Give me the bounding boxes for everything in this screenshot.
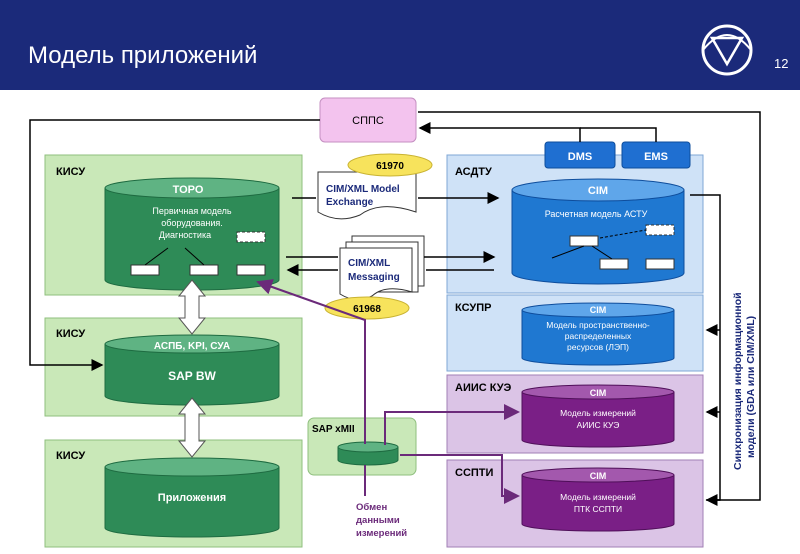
toro-desc-2: оборудования. [161, 218, 223, 228]
sync-label-line-2: модели (GDA или CIM/XML) [745, 316, 757, 458]
line-sppc-right-loop [418, 111, 761, 501]
header-bar [0, 0, 800, 90]
oval-61968-label: 61968 [353, 304, 381, 315]
aspb-label: АСПБ, KPI, СУА [154, 341, 230, 352]
toro-desc-1: Первичная модель [152, 206, 232, 216]
dms-label: DMS [568, 151, 592, 163]
cim-ssp-label: CIM [590, 471, 607, 481]
aiis-label: АИИС КУЭ [455, 382, 511, 394]
apps-cylinder [104, 457, 280, 538]
messaging-doc-stack [339, 235, 425, 300]
toro-desc-3: Диагностика [159, 230, 211, 240]
messaging-line-2: Messaging [348, 272, 400, 283]
toro-sapbw-double-arrow [177, 279, 207, 335]
arrow-xmii-to-toro [256, 279, 366, 444]
exchange-note-1: Обмен [356, 502, 387, 513]
cim-ksupr-desc-1: Модель пространственно- [546, 320, 650, 330]
arrow-sppc-to-sapbw [29, 119, 320, 371]
cim-aiis-desc-2: АИИС КУЭ [577, 420, 620, 430]
kisu-label-top: КИСУ [56, 166, 85, 178]
cim-ksupr-label: CIM [590, 305, 607, 315]
arrow-xmii-to-aiis [384, 404, 520, 445]
asdtu-label: АСДТУ [455, 166, 492, 178]
cim-aiis-cylinder [521, 384, 675, 448]
ems-label: EMS [644, 151, 668, 163]
cim-aiis-label: CIM [590, 388, 607, 398]
kisu-label-bot: КИСУ [56, 450, 85, 462]
cim-ssp-cylinder [521, 467, 675, 532]
cim-aiis-desc-1: Модель измерений [560, 408, 636, 418]
sapbw-apps-double-arrow [177, 397, 207, 458]
oval-61970-label: 61970 [376, 161, 404, 172]
cim-ksupr-desc-3: ресурсов (ЛЭП) [567, 342, 629, 352]
sync-label-line-1: Синхронизация информационной [732, 292, 744, 470]
sap-bw-cylinder [104, 334, 280, 406]
ssp-label: ССПТИ [455, 467, 494, 479]
exchange-note-2: данными [356, 515, 400, 526]
toro-label: ТОРО [173, 184, 204, 196]
sap-xmii-label: SAP xMII [312, 424, 355, 435]
slide-number: 12 [774, 56, 789, 71]
apps-label: Приложения [158, 492, 226, 504]
cim-ksupr-cylinder [521, 302, 675, 366]
sap-xmii-cylinder [337, 441, 399, 466]
oval-61970 [347, 153, 433, 177]
company-logo-icon [701, 24, 753, 76]
model-exchange-doc [317, 171, 417, 220]
cim-asdtu-desc: Расчетная модель АСТУ [545, 209, 648, 219]
cim-ssp-desc-1: Модель измерений [560, 492, 636, 502]
model-exchange-line-1: CIM/XML Model [326, 184, 400, 195]
sap-bw-label: SAP BW [168, 369, 216, 383]
ksupr-label: КСУПР [455, 302, 491, 314]
model-exchange-line-2: Exchange [326, 197, 374, 208]
cim-asdtu-cylinder [511, 178, 685, 285]
line-ems-to-sppc [580, 127, 657, 142]
messaging-line-1: CIM/XML [348, 258, 390, 269]
page-title: Модель приложений [28, 42, 258, 69]
cim-asdtu-label: CIM [588, 185, 608, 197]
arrow-dms-to-sppc [418, 122, 581, 142]
arrow-xmii-to-ssp [400, 454, 520, 504]
kisu-label-mid: КИСУ [56, 328, 85, 340]
exchange-note-3: измерений [356, 528, 407, 539]
cim-ksupr-desc-2: распределенных [565, 331, 632, 341]
sppc-label: СППС [352, 115, 384, 127]
toro-cylinder [104, 177, 280, 291]
cim-ssp-desc-2: ПТК ССПТИ [574, 504, 622, 514]
